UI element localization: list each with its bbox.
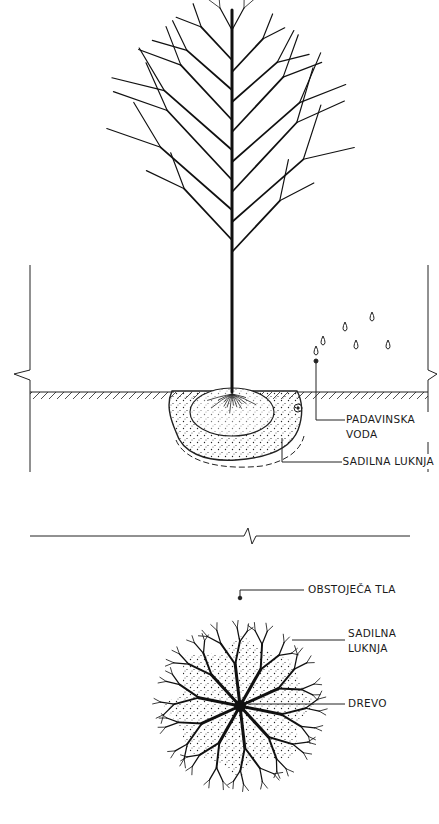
- roots: [207, 394, 256, 413]
- tree-plan: [153, 620, 328, 791]
- raindrops: [314, 312, 390, 355]
- part-label: SADILNA LUKNJA: [347, 626, 419, 656]
- tree-elevation: [107, 0, 354, 392]
- frame: [14, 265, 437, 544]
- plan-leaders: [238, 590, 345, 704]
- planting-hole-plan: [164, 636, 316, 776]
- trunk-plan: [234, 700, 246, 712]
- part-label: OBSTOJEČA TLA: [307, 582, 397, 597]
- leader-lines: [282, 359, 345, 462]
- part-label: DREVO: [347, 696, 388, 711]
- part-label: PADAVINSKA VODA: [345, 412, 435, 442]
- part-label: SADILNA LUKNJA: [342, 454, 436, 469]
- root-ball: [190, 388, 274, 436]
- root-ball-fill: [190, 388, 274, 436]
